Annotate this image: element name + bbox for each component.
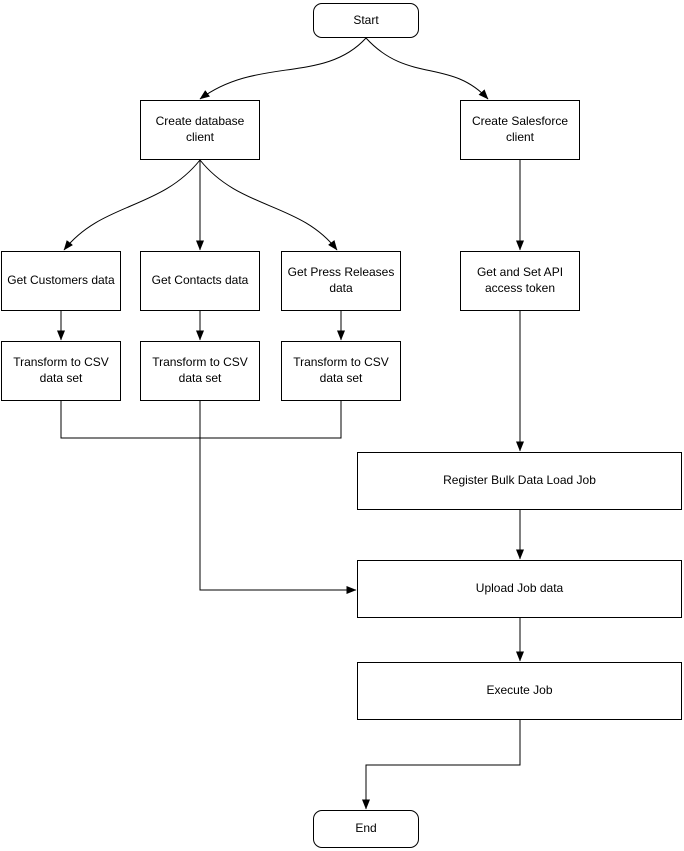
node-create-salesforce-client-label: Create Salesforce client — [471, 114, 569, 144]
node-end: End — [313, 810, 419, 848]
node-transform-to-csv-1-label: Transform to CSV data set — [13, 355, 109, 385]
node-start-label: Start — [353, 12, 379, 27]
node-get-press-releases-data-label: Get Press Releases data — [287, 265, 395, 295]
node-execute-job-label: Execute Job — [486, 683, 553, 698]
node-create-database-client: Create database client — [140, 100, 260, 160]
node-transform-to-csv-3-label: Transform to CSV data set — [293, 355, 389, 385]
node-get-customers-data-label: Get Customers data — [7, 273, 115, 288]
node-execute-job: Execute Job — [357, 662, 682, 720]
edge-transform-csv-merge-to-upload-job-data — [199, 401, 357, 594]
node-get-and-set-api-access-token-label: Get and Set API access token — [476, 265, 564, 295]
edge-execute-job-to-end — [362, 720, 521, 810]
node-get-press-releases-data: Get Press Releases data — [281, 251, 401, 311]
node-start: Start — [313, 3, 419, 38]
node-upload-job-data-label: Upload Job data — [475, 581, 564, 596]
edge-start-to-create-database-client — [199, 37, 367, 100]
edge-create-database-client-to-get-press-releases-data — [199, 159, 338, 251]
node-get-customers-data: Get Customers data — [1, 251, 121, 311]
node-create-database-client-label: Create database client — [155, 114, 245, 144]
node-transform-to-csv-2: Transform to CSV data set — [140, 341, 260, 401]
node-upload-job-data: Upload Job data — [357, 560, 682, 618]
node-transform-to-csv-1: Transform to CSV data set — [1, 341, 121, 401]
node-register-bulk-data-load-job-label: Register Bulk Data Load Job — [443, 473, 596, 488]
edge-start-to-create-salesforce-client — [365, 37, 489, 100]
node-transform-to-csv-3: Transform to CSV data set — [281, 341, 401, 401]
edge-transform-csv-merge-bus — [60, 401, 342, 439]
node-get-and-set-api-access-token: Get and Set API access token — [460, 251, 580, 311]
node-transform-to-csv-2-label: Transform to CSV data set — [152, 355, 248, 385]
node-register-bulk-data-load-job: Register Bulk Data Load Job — [357, 452, 682, 510]
node-get-contacts-data: Get Contacts data — [140, 251, 260, 311]
node-end-label: End — [355, 821, 377, 836]
node-create-salesforce-client: Create Salesforce client — [460, 100, 580, 160]
node-get-contacts-data-label: Get Contacts data — [151, 273, 249, 288]
edge-create-database-client-to-get-customers-data — [63, 159, 201, 251]
